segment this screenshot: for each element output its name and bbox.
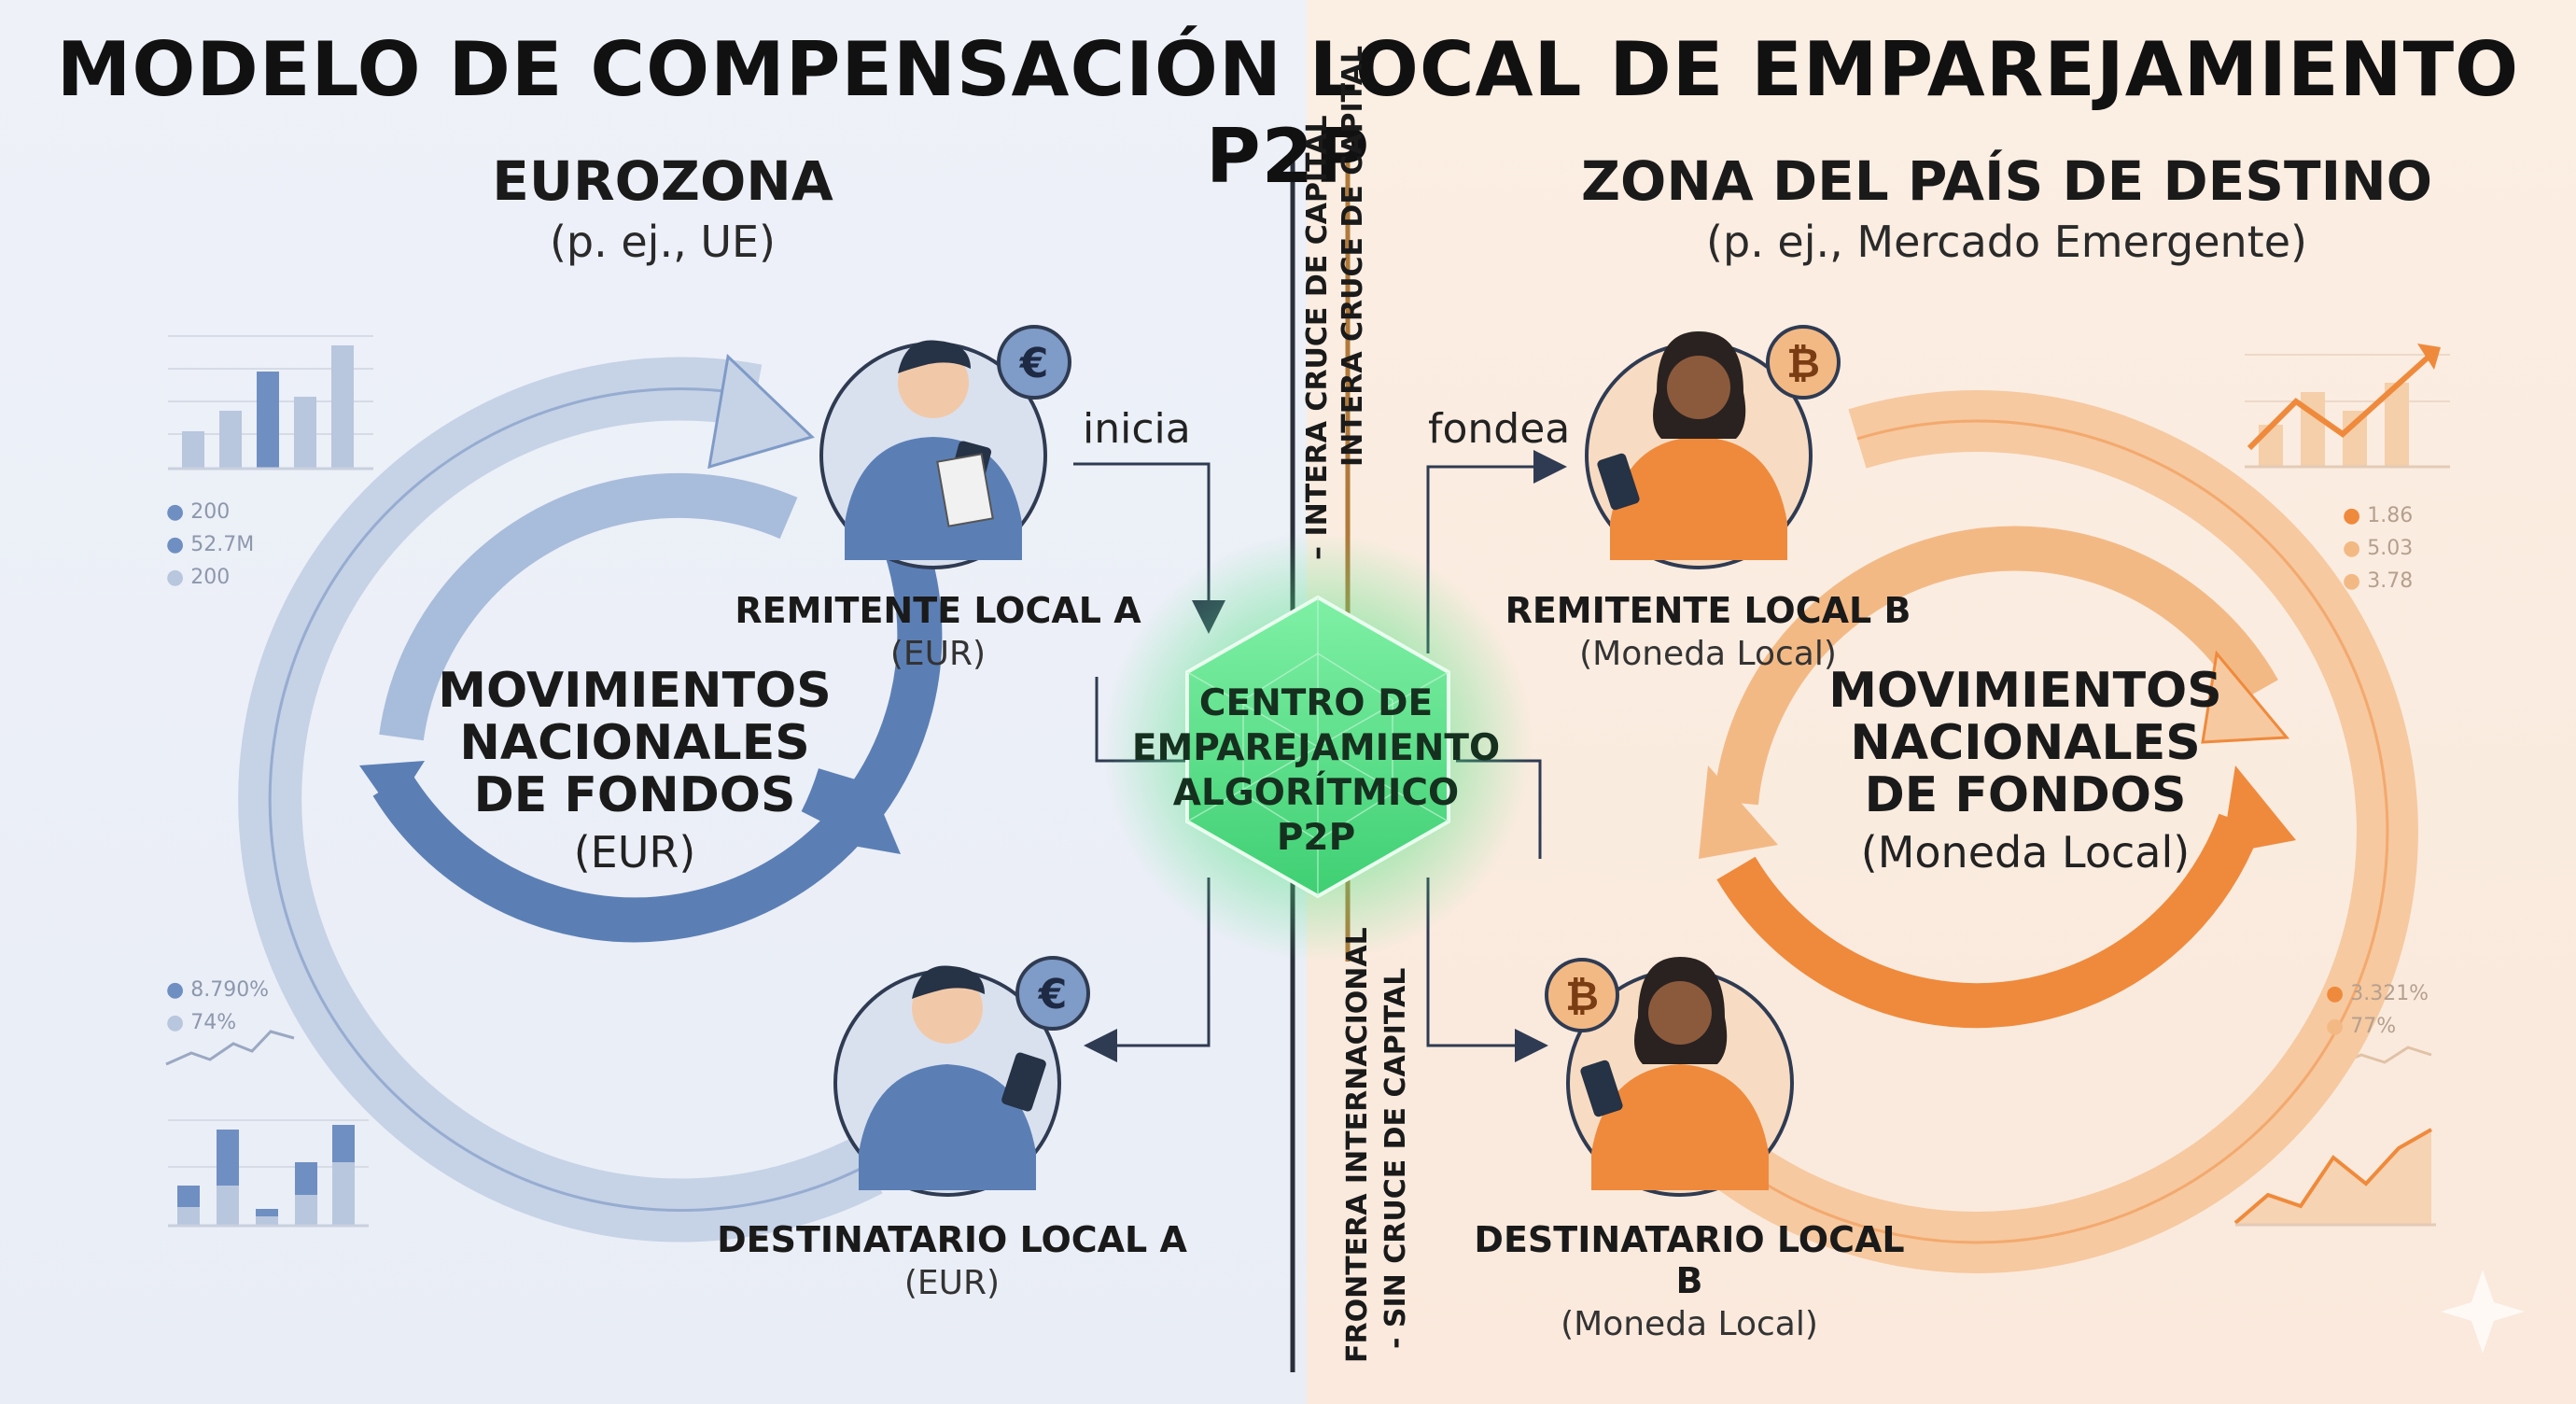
- destination-zone-title: ZONA DEL PAÍS DE DESTINO: [1581, 149, 2432, 213]
- right-cycle-label: MOVIMIENTOS NACIONALES DE FONDOS (Moneda…: [1828, 663, 2222, 878]
- hub-label: CENTRO DE EMPAREJAMIENTO ALGORÍTMICO P2P: [1131, 682, 1501, 859]
- sparkle-watermark-icon: [2441, 1270, 2525, 1354]
- bitcoin-coin-icon: ₿: [1766, 325, 1841, 400]
- stats-left-bottom: ● 8.790% ● 74%: [166, 978, 269, 1044]
- decor-bar-chart-left-bottom: [168, 1119, 369, 1228]
- stats-right-top: ● 1.86 ● 5.03 ● 3.78: [2343, 504, 2413, 602]
- right-cycle-arrows: [1699, 390, 2418, 1273]
- stats-left-top: ● 200 ● 52.7M ● 200: [166, 500, 254, 598]
- border-label-top-left: – INTERA CRUCE DE CAPITAL: [1301, 115, 1334, 560]
- decor-bar-chart-left-top: [168, 335, 373, 470]
- border-label-bottom-left: FRONTERA INTERNACIONAL: [1341, 927, 1374, 1363]
- receiver-a-label: DESTINATARIO LOCAL A (EUR): [717, 1219, 1187, 1302]
- eurozone-subtitle: (p. ej., UE): [549, 217, 777, 267]
- stats-right-bottom: ● 3.321% ● 77%: [2326, 982, 2429, 1047]
- stat-item: ● 1.86: [2343, 504, 2414, 527]
- stat-item: ● 200: [166, 566, 231, 589]
- svg-text:€: €: [1038, 971, 1068, 1018]
- stat-item: ● 77%: [2326, 1015, 2397, 1038]
- matching-hub: [1103, 532, 1533, 962]
- destination-zone-subtitle: (p. ej., Mercado Emergente): [1706, 217, 2307, 267]
- stat-item: ● 200: [166, 500, 231, 524]
- stat-item: ● 5.03: [2343, 537, 2414, 560]
- sender-a-label: REMITENTE LOCAL A (EUR): [735, 590, 1141, 673]
- receiver-b-label: DESTINATARIO LOCAL B (Moneda Local): [1474, 1219, 1905, 1343]
- sender-b-label: REMITENTE LOCAL B (Moneda Local): [1505, 590, 1911, 673]
- svg-text:₿: ₿: [1786, 340, 1820, 387]
- decor-area-chart-right-bottom: [2233, 1128, 2436, 1227]
- sender-a-avatar: [819, 340, 1047, 569]
- euro-coin-icon-receiver: €: [1015, 956, 1090, 1031]
- eurozone-title: EUROZONA: [492, 149, 833, 213]
- left-cycle-arrows: [238, 353, 943, 1243]
- svg-text:₿: ₿: [1565, 973, 1599, 1020]
- svg-text:€: €: [1019, 340, 1049, 387]
- receiver-b-avatar: [1566, 957, 1794, 1197]
- border-label-top-right: INTERA CRUCE DE CAPITAL: [1337, 45, 1369, 467]
- stat-item: ● 74%: [166, 1011, 237, 1034]
- euro-coin-icon: €: [997, 325, 1071, 400]
- stat-item: ● 8.790%: [166, 978, 270, 1002]
- initiates-label: inicia: [1083, 405, 1191, 453]
- decor-sparkline-left: [165, 1030, 295, 1066]
- stat-item: ● 3.321%: [2326, 982, 2429, 1005]
- bitcoin-coin-icon-receiver: ₿: [1545, 958, 1619, 1032]
- border-label-bottom-right: - SIN CRUCE DE CAPITAL: [1379, 967, 1412, 1349]
- stat-item: ● 3.78: [2343, 569, 2414, 593]
- page-title: MODELO DE COMPENSACIÓN LOCAL DE EMPAREJA…: [56, 26, 2520, 200]
- funds-label: fondea: [1428, 405, 1571, 453]
- sender-b-avatar: [1585, 331, 1813, 569]
- stat-item: ● 52.7M: [166, 533, 255, 556]
- receiver-a-avatar: [833, 965, 1061, 1197]
- left-cycle-label: MOVIMIENTOS NACIONALES DE FONDOS (EUR): [438, 663, 832, 878]
- decor-bar-chart-right-top: [2245, 344, 2450, 469]
